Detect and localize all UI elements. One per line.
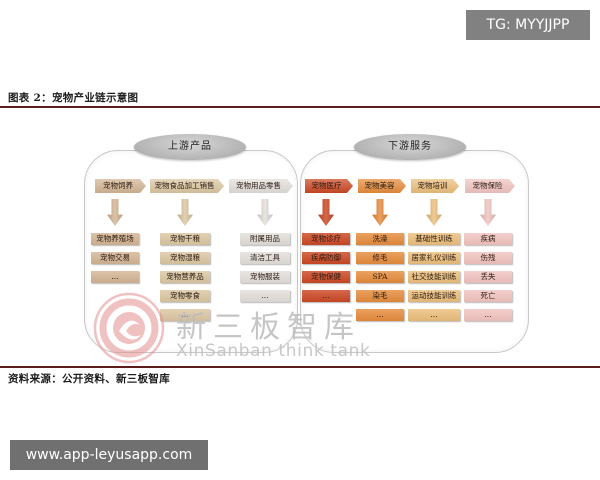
chain-item: 宠物养殖场 xyxy=(91,233,139,245)
chain-item: ... xyxy=(408,309,460,321)
chain-item: ... xyxy=(240,290,290,302)
chain-item: ... xyxy=(160,309,210,321)
down-arrow-icon xyxy=(257,199,273,226)
downstream-column-pet-grooming: 宠物美容 洗澡 修毛 SPA 染毛 ... xyxy=(356,179,404,329)
column-header: 宠物饲养 xyxy=(95,179,146,193)
chain-item: 宠物营养品 xyxy=(160,271,210,283)
chain-item: 染毛 xyxy=(356,290,404,302)
chain-item: 宠物干粮 xyxy=(160,233,210,245)
column-header: 宠物食品加工销售 xyxy=(150,179,224,193)
down-arrow-icon xyxy=(318,199,334,226)
chain-item: 修毛 xyxy=(356,252,404,264)
upstream-column-pet-supplies: 宠物用品零售 附属用品 清洁工具 宠物服装 ... xyxy=(240,179,290,329)
chain-item: ... xyxy=(356,309,404,321)
chain-item: 宠物湿粮 xyxy=(160,252,210,264)
chain-item: 洗澡 xyxy=(356,233,404,245)
chain-item: 疾病 xyxy=(464,233,512,245)
chain-item: ... xyxy=(91,271,139,283)
chain-item: 居家礼仪训练 xyxy=(408,252,460,264)
chain-item: 宠物诊疗 xyxy=(302,233,350,245)
column-header: 宠物用品零售 xyxy=(229,179,293,193)
watermark-latin-name: XinSanban think tank xyxy=(176,341,371,361)
upstream-column-pet-breeding: 宠物饲养 宠物养殖场 宠物交易 ... xyxy=(91,179,139,329)
watermark-logo xyxy=(92,291,166,365)
figure-source: 资料来源：公开资料、新三板智库 xyxy=(8,373,170,385)
upstream-label: 上游产品 xyxy=(134,134,246,160)
downstream-label: 下游服务 xyxy=(354,134,466,160)
chain-item: 宠物交易 xyxy=(91,252,139,264)
down-arrow-icon xyxy=(426,199,442,226)
telegram-overlay-label: TG: MYYJJPP xyxy=(466,10,590,40)
chain-item: 宠物零食 xyxy=(160,290,210,302)
chain-item: 基础性训练 xyxy=(408,233,460,245)
chain-item: 宠物服装 xyxy=(240,271,290,283)
column-header: 宠物保险 xyxy=(465,179,515,193)
column-header: 宠物美容 xyxy=(358,179,406,193)
watermark-logo-icon xyxy=(93,292,165,364)
column-header: 宠物医疗 xyxy=(305,179,353,193)
chain-item: 运动技能训练 xyxy=(408,290,460,302)
down-arrow-icon xyxy=(372,199,388,226)
figure-title: 图表 2：宠物产业链示意图 xyxy=(8,92,139,104)
website-overlay-label: www.app-leyusapp.com xyxy=(10,440,208,470)
source-divider xyxy=(0,366,600,368)
chain-item: 宠物保健 xyxy=(302,271,350,283)
down-arrow-icon xyxy=(480,199,496,226)
chain-item: 丢失 xyxy=(464,271,512,283)
chain-item: ... xyxy=(464,309,512,321)
chain-item: SPA xyxy=(356,271,404,283)
upstream-column-pet-food: 宠物食品加工销售 宠物干粮 宠物湿粮 宠物营养品 宠物零食 ... xyxy=(160,179,210,329)
down-arrow-icon xyxy=(107,199,123,226)
chain-item: 清洁工具 xyxy=(240,252,290,264)
chain-item: 社交技能训练 xyxy=(408,271,460,283)
downstream-column-pet-insurance: 宠物保险 疾病 伤残 丢失 死亡 ... xyxy=(464,179,512,329)
title-divider xyxy=(0,106,600,108)
chain-item: 伤残 xyxy=(464,252,512,264)
chain-item: 死亡 xyxy=(464,290,512,302)
chain-item: 附属用品 xyxy=(240,233,290,245)
watermark-name: 新三板智库 xyxy=(176,310,361,345)
downstream-column-pet-training: 宠物培训 基础性训练 居家礼仪训练 社交技能训练 运动技能训练 ... xyxy=(408,179,460,329)
down-arrow-icon xyxy=(177,199,193,226)
downstream-column-pet-medical: 宠物医疗 宠物诊疗 疾病防御 宠物保健 ... xyxy=(302,179,350,329)
column-header: 宠物培训 xyxy=(411,179,459,193)
chain-item: 疾病防御 xyxy=(302,252,350,264)
chain-item: ... xyxy=(302,290,350,302)
